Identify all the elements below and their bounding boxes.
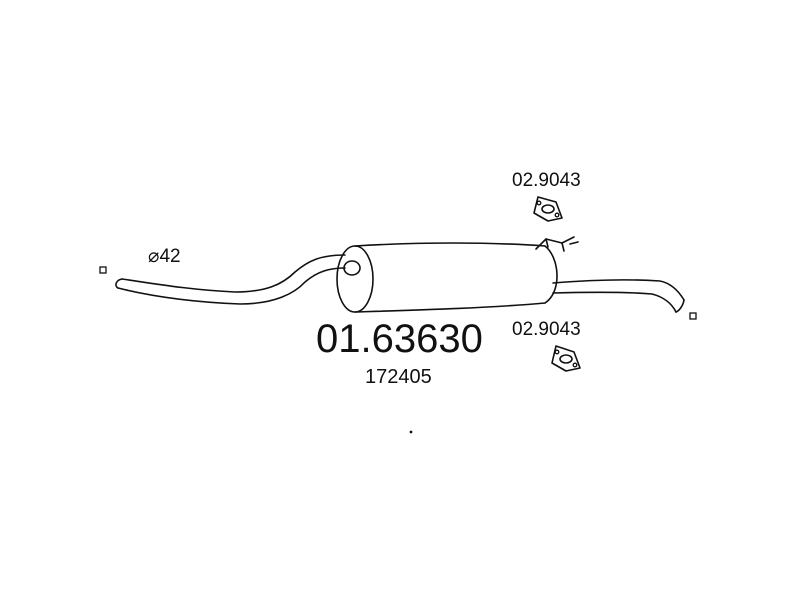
part-number-label: 01.63630 xyxy=(316,317,483,361)
dot-mark xyxy=(409,430,413,434)
clamp-lower-label: 02.9043 xyxy=(512,319,581,340)
pipe-diameter-label: ⌀42 xyxy=(148,246,181,267)
inlet-pipe xyxy=(115,254,346,305)
clamp-upper-label: 02.9043 xyxy=(512,170,581,191)
tail-pipe xyxy=(552,279,685,313)
oe-reference-label: 172405 xyxy=(365,366,432,388)
outlet-end-marker xyxy=(689,312,697,320)
silencer-body xyxy=(336,242,558,313)
rubber-mount-lower xyxy=(551,345,581,372)
rubber-mount-upper xyxy=(533,196,563,222)
inlet-end-marker xyxy=(99,266,107,274)
hanger-bracket xyxy=(535,236,579,252)
